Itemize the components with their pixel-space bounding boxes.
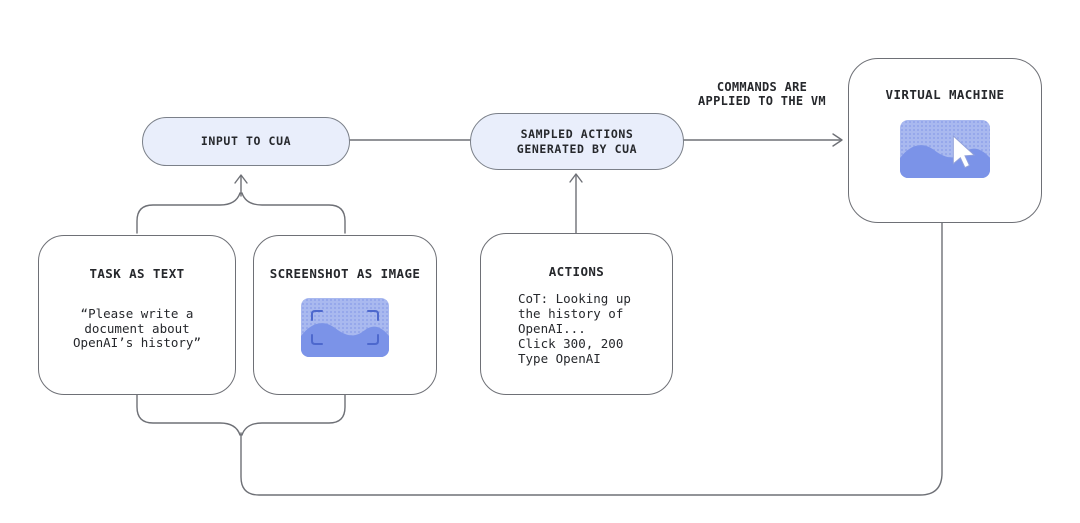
arrowhead-brace-to-input (234, 174, 248, 184)
arrowhead-sampled-to-vm (832, 133, 843, 147)
brace-bottom-right (241, 394, 346, 436)
brace-top-left (136, 192, 241, 234)
screenshot-title: SCREENSHOT AS IMAGE (269, 266, 421, 281)
actions-title: ACTIONS (548, 264, 605, 279)
arrowhead-actions-to-sampled (569, 173, 583, 183)
sampled-pill-label: SAMPLED ACTIONS GENERATED BY CUA (516, 126, 638, 156)
vm-screen-thumbnail-icon (900, 120, 990, 178)
input-pill-label: INPUT TO CUA (200, 134, 292, 148)
viewfinder-brackets-icon (311, 310, 379, 345)
feedback-loop-vm-to-input (240, 222, 943, 496)
vm-title: VIRTUAL MACHINE (885, 87, 1005, 102)
vm-wave-and-cursor (900, 134, 990, 178)
task-quote-text: “Please write a document about OpenAI’s … (73, 306, 201, 350)
screenshot-thumbnail-icon (301, 298, 389, 357)
node-virtual-machine: VIRTUAL MACHINE (848, 58, 1042, 223)
node-actions: ACTIONS CoT: Looking up the history of O… (480, 233, 673, 395)
node-task-as-text: TASK AS TEXT “Please write a document ab… (38, 235, 236, 395)
actions-log-text: CoT: Looking up the history of OpenAI...… (518, 291, 631, 366)
mouse-cursor-icon (952, 134, 976, 169)
commands-applied-label: COMMANDS ARE APPLIED TO THE VM (698, 80, 826, 108)
node-input-to-cua: INPUT TO CUA (142, 117, 350, 166)
node-screenshot-as-image: SCREENSHOT AS IMAGE (253, 235, 437, 395)
brace-top-right (241, 192, 346, 234)
task-title: TASK AS TEXT (89, 266, 185, 281)
brace-bottom-left (136, 394, 241, 436)
screenshot-wave-and-brackets (301, 310, 389, 357)
node-sampled-actions: SAMPLED ACTIONS GENERATED BY CUA (470, 113, 684, 170)
